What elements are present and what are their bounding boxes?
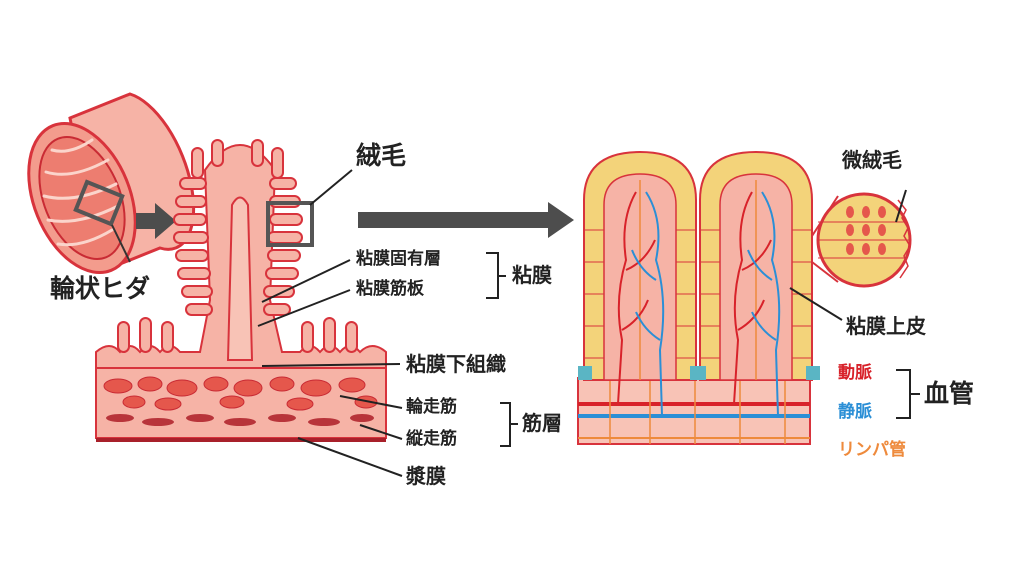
villus-section-illustration bbox=[95, 139, 387, 442]
label-lamina-propria: 粘膜固有層 bbox=[356, 249, 441, 269]
arrow-icon bbox=[136, 203, 176, 239]
magnified-villi-illustration bbox=[577, 150, 912, 445]
label-vein: 静脈 bbox=[838, 402, 872, 422]
label-serosa: 漿膜 bbox=[406, 464, 446, 488]
label-microvilli: 微絨毛 bbox=[842, 148, 902, 172]
label-longitudinal-muscle: 縦走筋 bbox=[406, 429, 457, 449]
label-muscularis-mucosae: 粘膜筋板 bbox=[356, 279, 424, 299]
label-circular-muscle: 輪走筋 bbox=[406, 397, 457, 417]
label-muscle-layer: 筋層 bbox=[522, 411, 562, 435]
label-villi: 絨毛 bbox=[356, 141, 407, 170]
arrow-icon bbox=[358, 202, 574, 238]
label-blood-vessels: 血管 bbox=[924, 379, 975, 408]
intestine-tube-illustration bbox=[27, 92, 196, 275]
leader-lines bbox=[257, 169, 920, 477]
label-artery: 動脈 bbox=[838, 363, 872, 383]
label-circular-folds: 輪状ヒダ bbox=[50, 274, 151, 303]
label-submucosa: 粘膜下組織 bbox=[406, 352, 506, 376]
label-lymph-vessel: リンパ管 bbox=[838, 440, 906, 460]
label-epithelium: 粘膜上皮 bbox=[846, 314, 926, 338]
label-mucosa: 粘膜 bbox=[512, 263, 552, 287]
